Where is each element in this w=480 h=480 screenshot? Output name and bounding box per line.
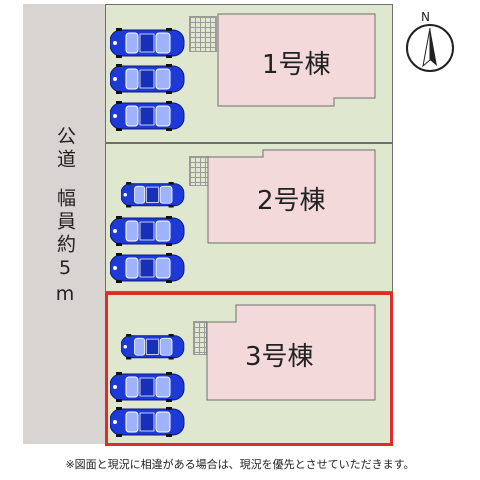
disclaimer-note: ※図面と現況に相違がある場合は、現況を優先とさせていただきます。 <box>65 458 415 471</box>
car-icon <box>110 407 185 438</box>
car-icon <box>110 28 185 59</box>
car-icon <box>110 253 185 284</box>
north-label: N <box>421 10 430 24</box>
road-label-char: 公 <box>54 126 76 149</box>
road-label: 公 道 幅 員 約 5 m <box>40 126 90 309</box>
north-arrow-icon <box>406 24 454 72</box>
road-label-char: 約 <box>54 234 76 257</box>
car-icon <box>110 64 185 95</box>
building-1-label: 1号棟 <box>262 50 331 80</box>
car-icon <box>110 216 185 247</box>
car-icon <box>110 101 185 132</box>
road-label-char: m <box>54 283 76 309</box>
road-label-char: 幅 <box>54 188 76 211</box>
public-road <box>23 4 105 444</box>
terrace-grid <box>189 16 217 52</box>
car-icon <box>121 334 185 360</box>
building-2-label: 2号棟 <box>257 186 326 216</box>
road-label-char: 道 <box>54 149 76 172</box>
car-icon <box>110 372 185 403</box>
road-label-char: 5 <box>54 257 76 283</box>
building-3-label: 3号棟 <box>245 342 314 372</box>
car-icon <box>121 182 185 208</box>
road-label-char: 員 <box>54 211 76 234</box>
